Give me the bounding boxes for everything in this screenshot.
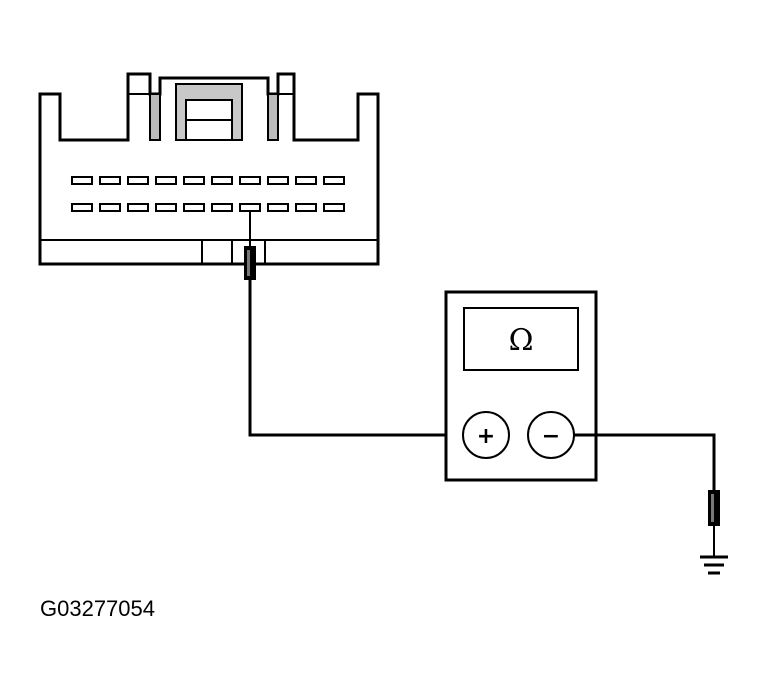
connector-cavities-upper <box>71 176 345 185</box>
connector-cavities-lower <box>71 203 345 212</box>
test-lead-positive <box>248 280 462 437</box>
meter-display-symbol: Ω <box>509 323 534 358</box>
positive-terminal <box>462 411 510 459</box>
ground-test-probe-icon <box>708 490 720 556</box>
connector-test-probe-icon <box>244 211 256 280</box>
negative-terminal-symbol: − <box>542 424 560 449</box>
ohmmeter-icon <box>444 290 598 482</box>
test-lead-negative <box>574 433 716 490</box>
connector-icon <box>38 72 380 266</box>
ground-symbol-icon <box>700 555 728 575</box>
figure-id: G03277054 <box>40 596 155 621</box>
positive-terminal-symbol: + <box>477 424 495 449</box>
